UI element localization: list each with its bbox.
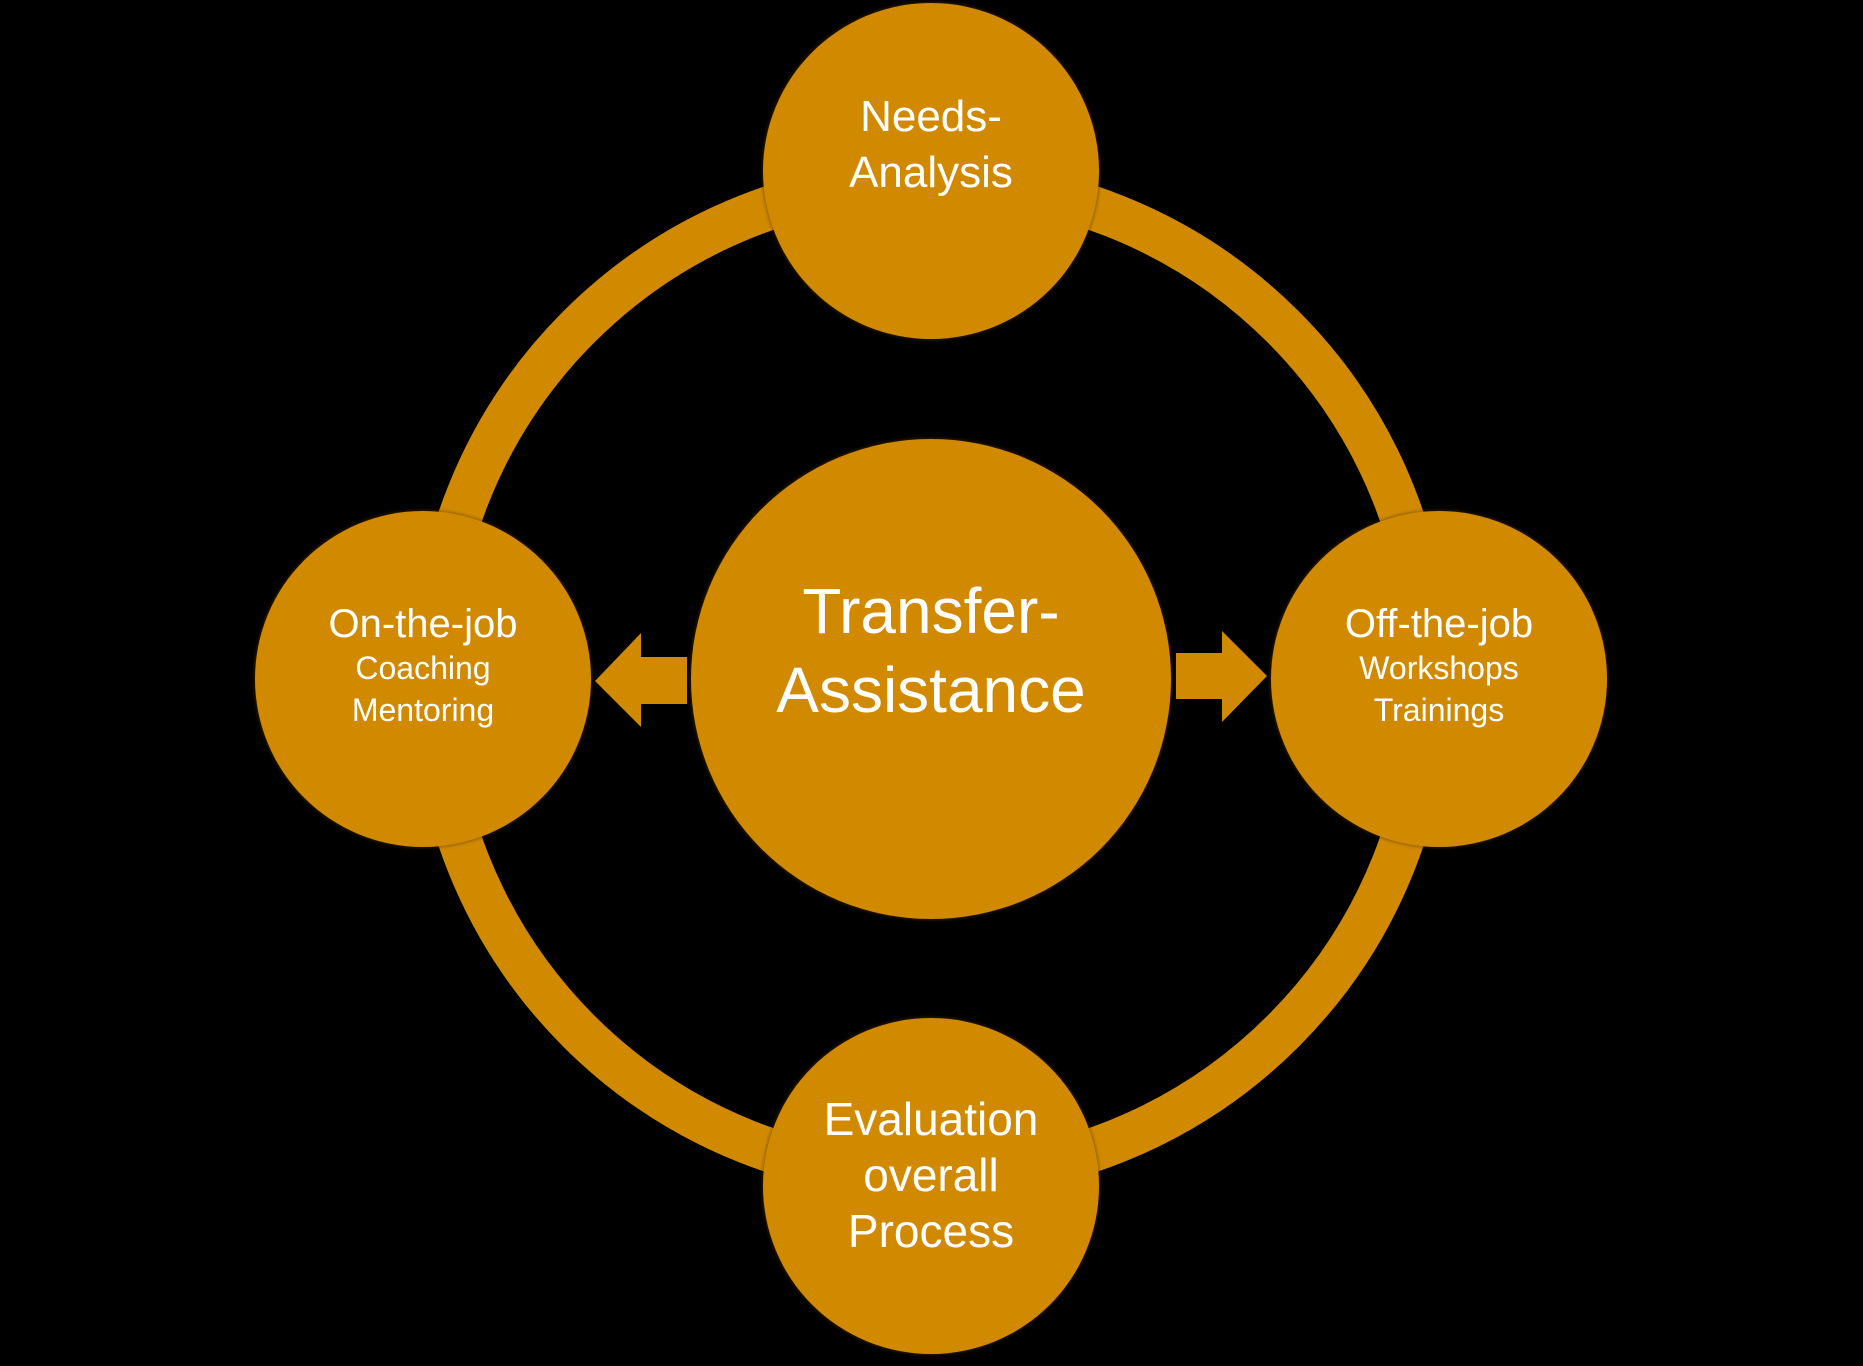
node-evaluation-label: Evaluation overall Process [824,1091,1039,1259]
node-off-the-job-label: Off-the-job Workshops Trainings [1345,601,1533,731]
node-needs-analysis-label: Needs- Analysis [849,89,1013,201]
node-off-the-job[interactable]: Off-the-job Workshops Trainings [1271,511,1607,847]
node-text-line: Needs- [860,92,1002,141]
node-needs-analysis[interactable]: Needs- Analysis [763,3,1099,339]
node-item: Mentoring [351,692,495,728]
node-text-line: Assistance [776,654,1086,726]
node-text-line: Process [847,1205,1015,1257]
node-item: Workshops [1359,650,1519,686]
arrow-right-icon [1176,631,1267,722]
node-text-line: overall [863,1149,999,1201]
node-evaluation[interactable]: Evaluation overall Process [763,1018,1099,1354]
node-title: On-the-job [328,602,518,646]
node-item: Coaching [355,650,491,686]
node-on-the-job[interactable]: On-the-job Coaching Mentoring [255,511,591,847]
node-transfer-assistance-label: Transfer- Assistance [776,572,1085,730]
node-text-line: Transfer- [802,575,1060,647]
node-text-line: Evaluation [823,1093,1039,1145]
arrow-left-icon [595,633,687,727]
node-title: Off-the-job [1344,602,1534,646]
node-on-the-job-label: On-the-job Coaching Mentoring [329,601,518,731]
node-text-line: Analysis [849,148,1013,197]
node-item: Trainings [1373,692,1505,728]
node-transfer-assistance[interactable]: Transfer- Assistance [691,439,1171,919]
